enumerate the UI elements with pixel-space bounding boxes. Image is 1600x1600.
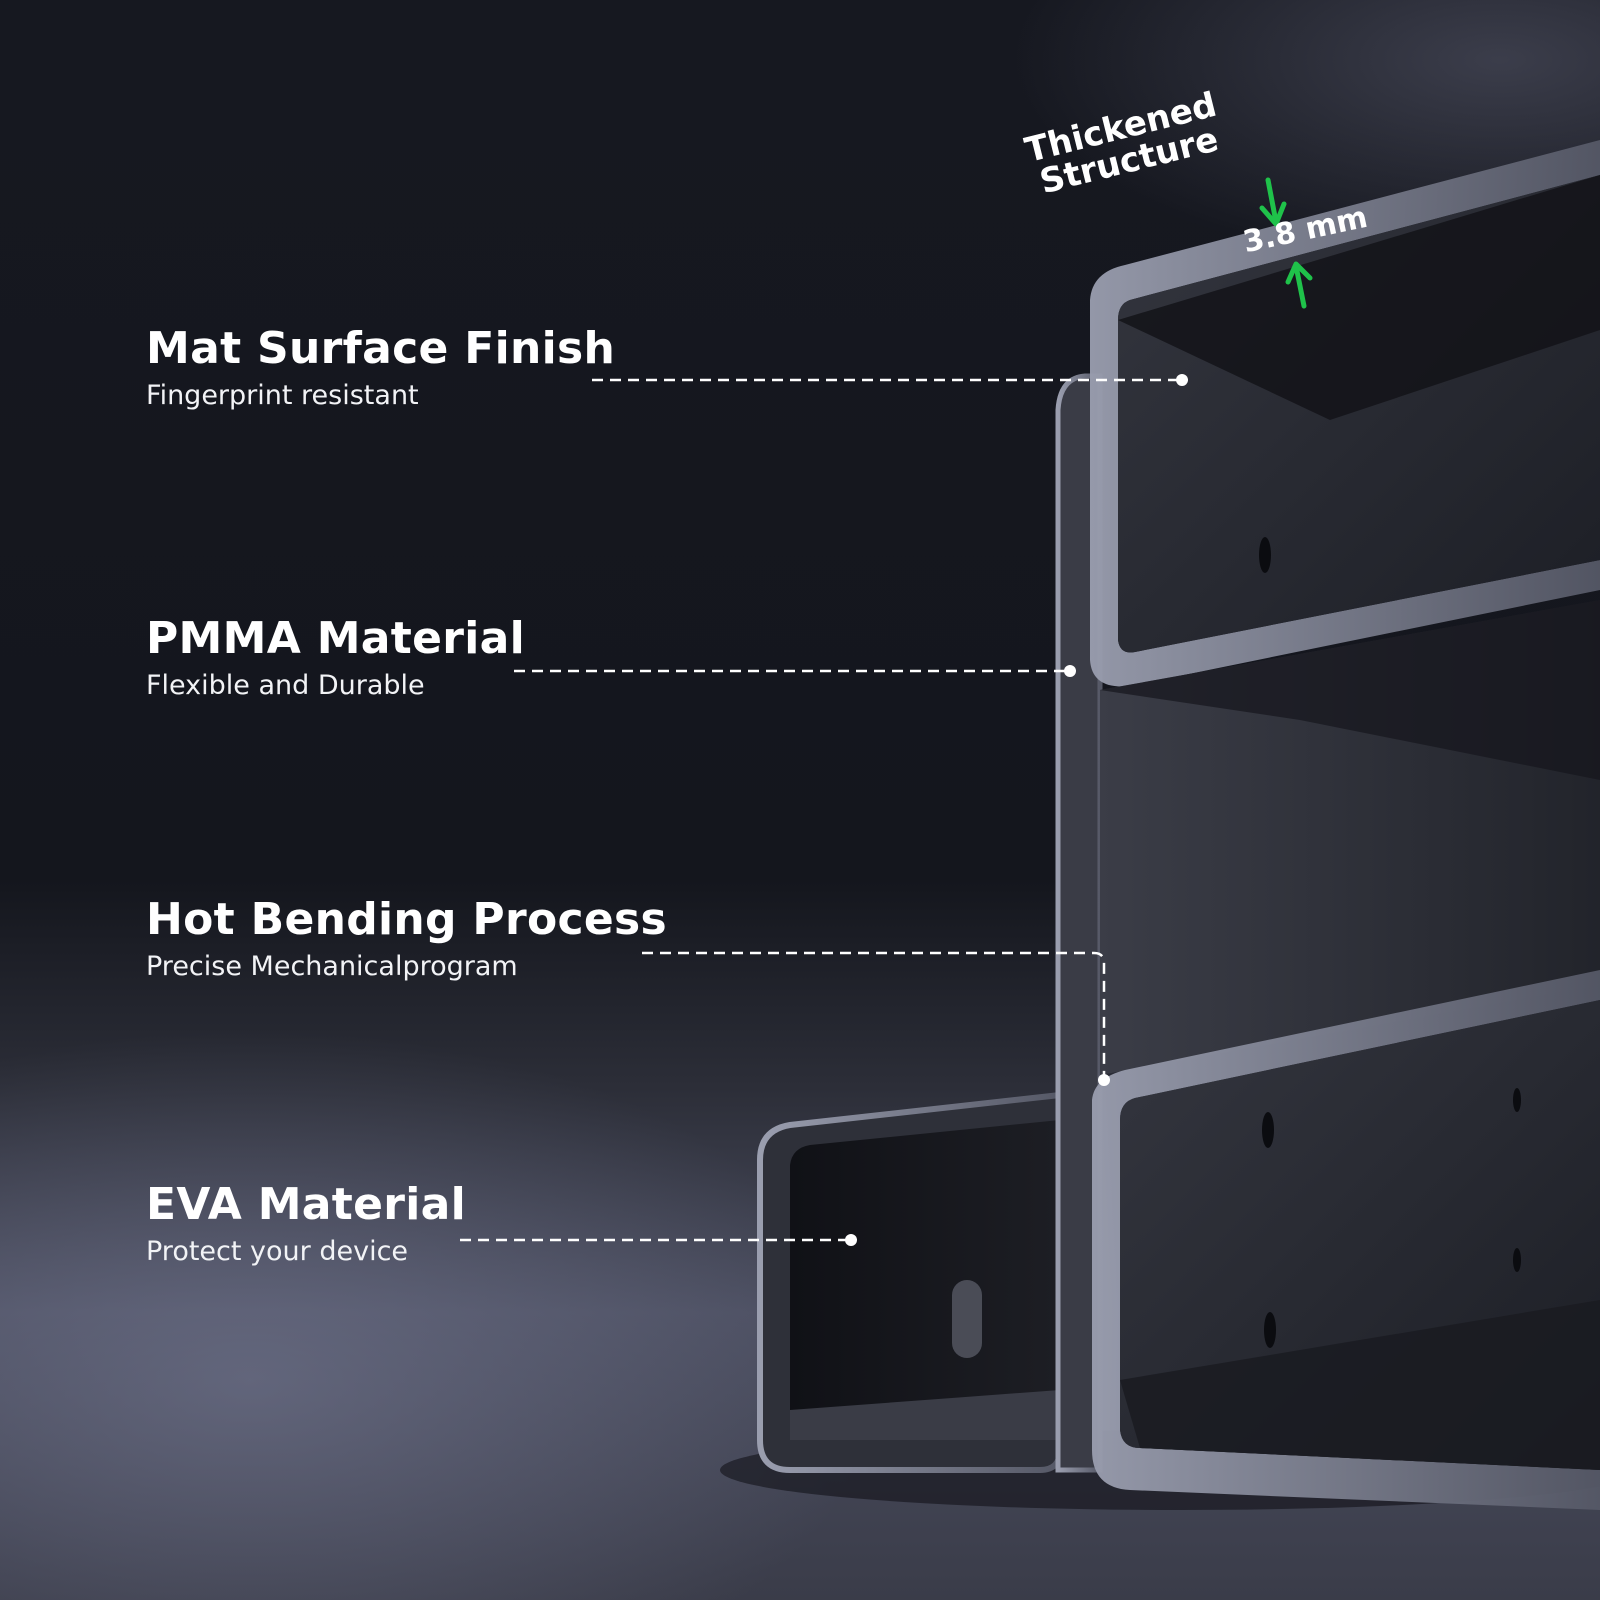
screw-hole — [1513, 1088, 1521, 1112]
leader-dot-mat-surface — [1176, 374, 1188, 386]
leader-dot-eva — [845, 1234, 857, 1246]
callout-pmma-material: PMMA Material Flexible and Durable — [146, 612, 525, 704]
middle-panel — [1100, 600, 1600, 1075]
callout-subtitle: Flexible and Durable — [146, 670, 425, 701]
screw-hole — [1259, 537, 1271, 573]
leader-line-hot-bending — [642, 951, 1106, 1080]
callout-subtitle: Precise Mechanicalprogram — [146, 951, 518, 982]
callout-hot-bending: Hot Bending Process Precise Mechanicalpr… — [146, 893, 667, 985]
leader-dot-pmma — [1064, 665, 1076, 677]
callout-title: EVA Material — [146, 1179, 467, 1230]
mounting-slot — [952, 1280, 982, 1358]
callout-title: PMMA Material — [146, 613, 525, 664]
screw-hole — [1513, 1248, 1521, 1272]
lower-shelf — [1092, 970, 1600, 1510]
callout-subtitle: Fingerprint resistant — [146, 380, 419, 411]
small-bracket — [757, 1091, 1063, 1473]
double-arrow-pinch-icon — [1259, 177, 1313, 309]
callout-title: Hot Bending Process — [146, 894, 668, 945]
callout-eva-material: EVA Material Protect your device — [146, 1178, 466, 1270]
screw-hole — [1262, 1112, 1274, 1148]
callout-subtitle: Protect your device — [146, 1236, 409, 1267]
callout-title: Mat Surface Finish — [146, 323, 616, 374]
leader-dot-hot-bending — [1098, 1074, 1110, 1086]
callout-mat-surface: Mat Surface Finish Fingerprint resistant — [146, 322, 615, 414]
screw-hole — [1264, 1312, 1276, 1348]
upper-shelf — [1090, 140, 1600, 687]
